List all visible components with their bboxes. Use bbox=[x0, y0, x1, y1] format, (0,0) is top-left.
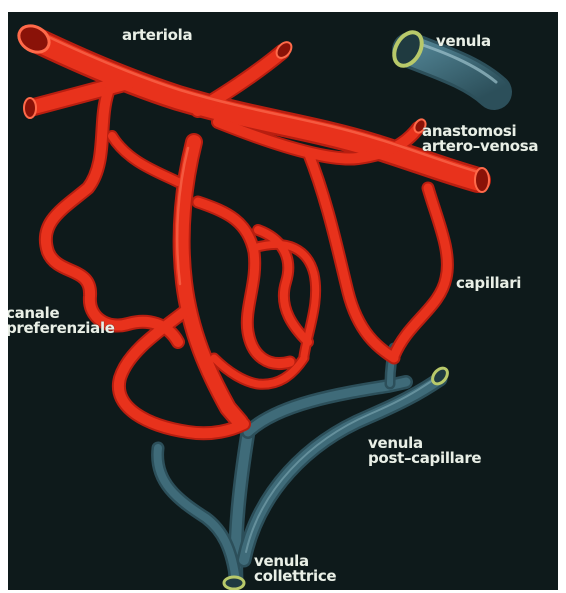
label-venula-collettrice: venula collettrice bbox=[254, 554, 336, 584]
label-anastomosi: anastomosi artero–venosa bbox=[422, 124, 538, 154]
label-capillari: capillari bbox=[456, 276, 521, 291]
right-capillary-branch-fill bbox=[308, 152, 394, 358]
capillari-text: capillari bbox=[456, 276, 521, 291]
left-stub-opening bbox=[24, 98, 36, 118]
venula-collettrice-line-2: collettrice bbox=[254, 569, 336, 584]
label-arteriola: arteriola bbox=[122, 28, 192, 43]
anastomosi-line-2: artero–venosa bbox=[422, 139, 538, 154]
arterial-network bbox=[34, 32, 478, 433]
venula-text: venula bbox=[436, 34, 491, 49]
venula-collettrice-opening bbox=[224, 577, 244, 589]
label-venula-post-capillare: venula post–capillare bbox=[368, 436, 481, 466]
canale-preferenziale-vessel-fill bbox=[182, 142, 240, 422]
venula-post-line-2: post–capillare bbox=[368, 451, 481, 466]
long-venous-branch bbox=[244, 379, 440, 560]
label-venula: venula bbox=[436, 34, 491, 49]
label-canale-preferenziale: canale preferenziale bbox=[8, 306, 115, 336]
right-end-opening bbox=[475, 168, 489, 192]
left-capillary-loop bbox=[46, 92, 178, 342]
left-venous-branch-shade bbox=[158, 448, 236, 582]
long-venous-branch-shade bbox=[244, 379, 440, 560]
post-capillary-opening bbox=[430, 365, 451, 387]
left-capillary-loop-fill bbox=[46, 92, 178, 342]
illustration-frame: arteriola venula anastomosi artero–venos… bbox=[8, 12, 558, 590]
canale-line-2: preferenziale bbox=[8, 321, 115, 336]
arteriola-text: arteriola bbox=[122, 28, 192, 43]
microcirculation-diagram bbox=[8, 12, 558, 590]
